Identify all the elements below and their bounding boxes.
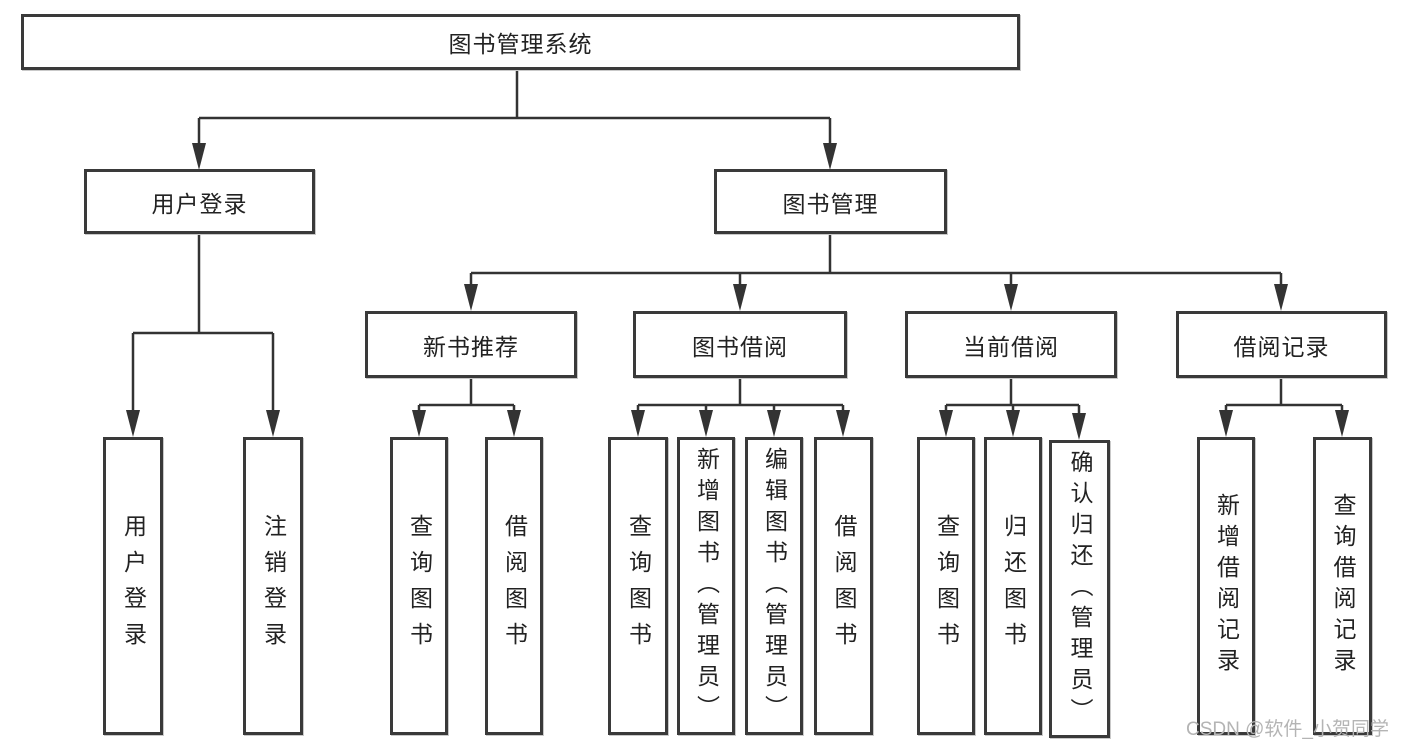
leaf-add-books-admin: 新增图书（管理员） <box>677 437 735 735</box>
leaf-borrow-books-recommend: 借阅图书 <box>485 437 543 735</box>
leaf-confirm-return-admin: 确认归还（管理员） <box>1049 440 1110 738</box>
arrowheads <box>126 143 1349 440</box>
leaf-logout: 注销登录 <box>243 437 303 735</box>
leaf-query-books-recommend: 查询图书 <box>390 437 448 735</box>
node-book-borrowing: 图书借阅 <box>633 311 847 378</box>
node-book-management: 图书管理 <box>714 169 947 234</box>
leaf-edit-books-admin: 编辑图书（管理员） <box>745 437 803 735</box>
node-borrowing-records: 借阅记录 <box>1176 311 1387 378</box>
csdn-watermark: CSDN @软件_小贺同学 <box>1186 719 1389 740</box>
leaf-borrow-books: 借阅图书 <box>814 437 873 735</box>
node-new-book-recommendation: 新书推荐 <box>365 311 577 378</box>
leaf-query-books-borrowing: 查询图书 <box>608 437 668 735</box>
node-user-login: 用户登录 <box>84 169 315 234</box>
node-root: 图书管理系统 <box>21 14 1020 70</box>
node-current-borrowing: 当前借阅 <box>905 311 1117 378</box>
leaf-user-login: 用户登录 <box>103 437 163 735</box>
leaf-return-books: 归还图书 <box>984 437 1042 735</box>
leaf-query-borrow-record: 查询借阅记录 <box>1313 437 1372 735</box>
leaf-query-books-current: 查询图书 <box>917 437 975 735</box>
leaf-add-borrow-record: 新增借阅记录 <box>1197 437 1255 735</box>
